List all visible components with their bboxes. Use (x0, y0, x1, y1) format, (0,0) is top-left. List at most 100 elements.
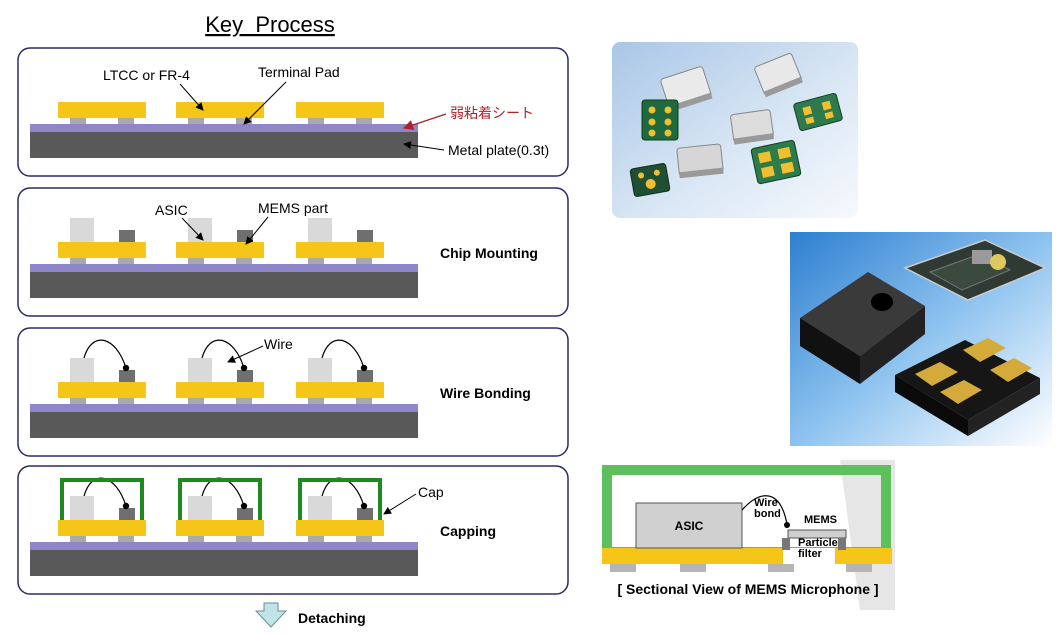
terminal-pad (356, 118, 372, 124)
section-asic-label: ASIC (675, 519, 704, 533)
terminal-pad (188, 258, 204, 264)
asic-chip (308, 496, 332, 520)
metal-plate (30, 550, 418, 576)
wire-bond-ball (240, 502, 248, 510)
terminal-pad (70, 258, 86, 264)
terminal-pad (308, 536, 324, 542)
substrate (296, 520, 384, 536)
asic-arrow (181, 217, 204, 241)
asic-chip (188, 358, 212, 382)
terminal-pad (356, 398, 372, 404)
wire-bond-ball (240, 364, 248, 372)
mems-chip (237, 370, 253, 382)
mems-chip (357, 230, 373, 242)
wire-arrow (227, 345, 264, 363)
wire-bond-ball (360, 502, 368, 510)
wire-bond-ball (122, 364, 130, 372)
mems-part-label: MEMS part (258, 200, 328, 216)
terminal-pad (188, 536, 204, 542)
terminal-pad (70, 118, 86, 124)
terminal-arrow (243, 81, 287, 125)
section-wire-label-2: bond (754, 508, 781, 520)
terminal-pad (70, 536, 86, 542)
terminal-pad (308, 398, 324, 404)
terminal-pad (236, 536, 252, 542)
asic-chip (70, 358, 94, 382)
adhesive-sheet-label: 弱粘着シート (450, 105, 534, 121)
substrate (58, 520, 146, 536)
mems-arrow (245, 216, 269, 245)
adhesive-sheet (30, 124, 418, 132)
mems-chip (357, 508, 373, 520)
adhesive-sheet (30, 404, 418, 412)
terminal-pad (70, 398, 86, 404)
section-wire-label-1: Wire (754, 497, 778, 509)
mems-chip (119, 370, 135, 382)
wire-bond-ball (122, 502, 130, 510)
asic-chip (308, 218, 332, 242)
diagram-title: Key Process (205, 12, 335, 37)
terminal-pad (356, 536, 372, 542)
substrate (58, 102, 146, 118)
step-label: Wire Bonding (440, 385, 531, 401)
bond-wire (201, 339, 245, 369)
asic-chip (188, 496, 212, 520)
terminal-pad (236, 398, 252, 404)
section-particle-label-2: filter (798, 548, 823, 560)
terminal-pad (118, 118, 134, 124)
mems-chip (237, 508, 253, 520)
mems-chip (119, 230, 135, 242)
substrate (296, 242, 384, 258)
asic-chip (308, 358, 332, 382)
section-mems-label: MEMS (804, 514, 837, 526)
cap-label: Cap (418, 484, 444, 500)
section-particle-label-1: Particle (798, 537, 838, 549)
section-caption: [ Sectional View of MEMS Microphone ] (617, 581, 878, 597)
detaching-step: Detaching (254, 602, 366, 628)
terminal-pad (118, 398, 134, 404)
bond-wire (321, 339, 365, 369)
bond-wire (83, 339, 127, 369)
metal-plate (30, 272, 418, 298)
substrate (176, 520, 264, 536)
process-step-3: Wire Bonding Wire (17, 327, 569, 457)
metal-plate (30, 412, 418, 438)
step-label: Capping (440, 523, 496, 539)
wire-label: Wire (264, 336, 293, 352)
substrate (176, 102, 264, 118)
section-mems (787, 529, 847, 539)
terminal-pad (308, 118, 324, 124)
substrate (58, 242, 146, 258)
mems-chip (237, 230, 253, 242)
terminal-pad (308, 258, 324, 264)
mems-chip (119, 508, 135, 520)
terminal-pad (356, 258, 372, 264)
sheet-arrow (402, 113, 447, 131)
process-step-2: Chip Mounting ASIC MEMS part (17, 187, 569, 317)
adhesive-sheet (30, 542, 418, 550)
section-asic (635, 502, 743, 549)
substrate (176, 382, 264, 398)
substrate (58, 382, 146, 398)
metal-plate (30, 132, 418, 158)
metal-plate-label: Metal plate(0.3t) (448, 142, 549, 158)
step-label: Chip Mounting (440, 245, 538, 261)
adhesive-sheet (30, 264, 418, 272)
substrate (296, 102, 384, 118)
substrate (296, 382, 384, 398)
asic-chip (70, 218, 94, 242)
section-substrate (602, 548, 892, 564)
cap-frame (298, 478, 382, 520)
asic-label: ASIC (155, 202, 188, 218)
terminal-pad (188, 118, 204, 124)
mems-microphone-section: ASIC Wire bond MEMS Particle filter [ Se… (602, 460, 895, 610)
mems-chip (357, 370, 373, 382)
terminal-pad (118, 536, 134, 542)
plate-arrow (403, 141, 445, 151)
process-step-4: Capping Cap (17, 465, 569, 595)
mems-microphone-closeup-photo (790, 232, 1052, 446)
terminal-pad (188, 398, 204, 404)
down-arrow-icon (254, 602, 288, 628)
asic-chip (188, 218, 212, 242)
substrate (176, 242, 264, 258)
